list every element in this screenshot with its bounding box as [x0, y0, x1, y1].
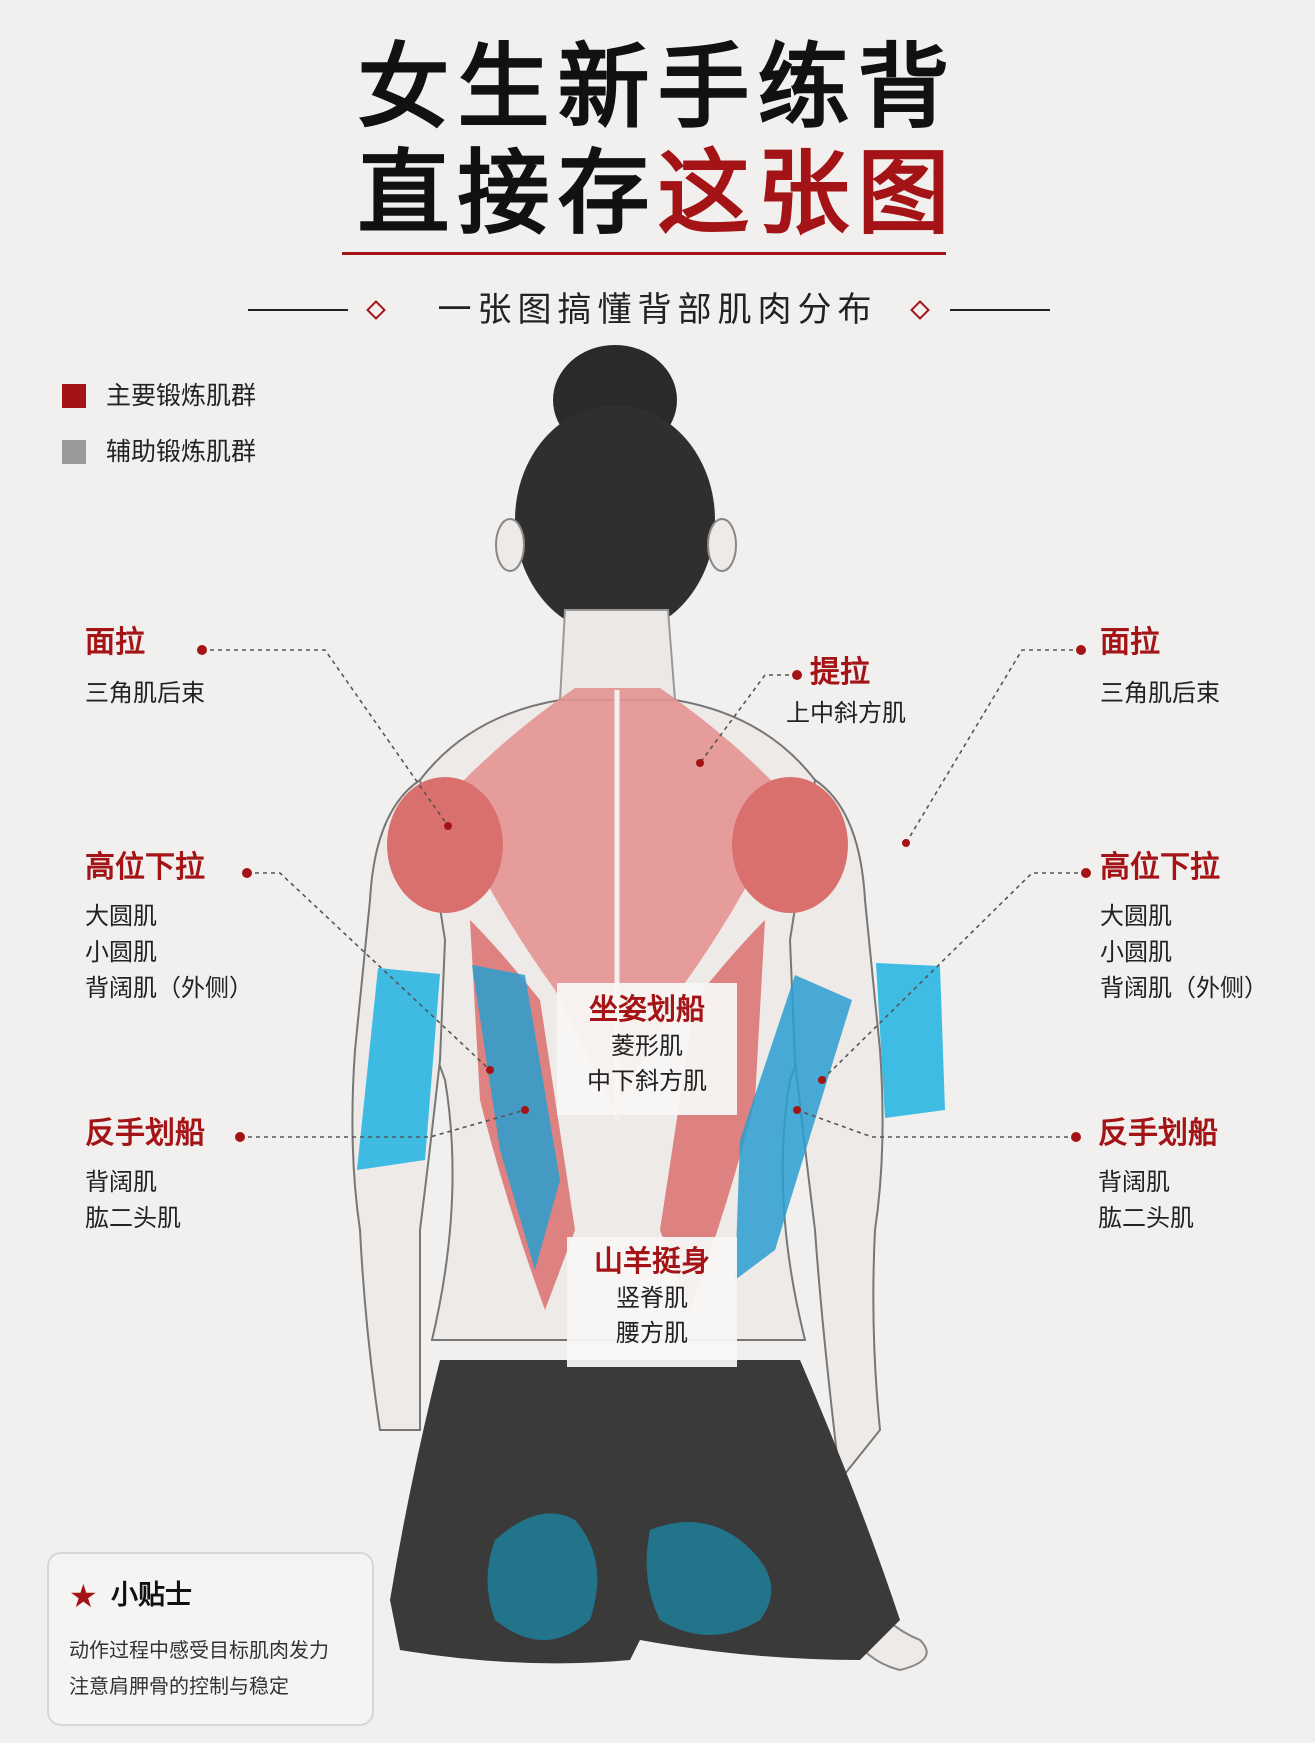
page-subtitle: 一张图搞懂背部肌肉分布 — [437, 290, 878, 330]
left-deltoid — [387, 777, 503, 913]
left-glute-highlight — [487, 1513, 598, 1640]
tip-title: 小贴士 — [111, 1580, 192, 1611]
shorts — [390, 1360, 900, 1664]
label-face-pull-left: 面拉 三角肌后束 — [85, 625, 205, 707]
right-arm — [788, 778, 884, 1483]
page-title-line1: 女生新手练背 — [357, 34, 958, 141]
tip-line-2: 注意肩胛骨的控制与稳定 — [69, 1674, 289, 1698]
subtitle-row: 一张图搞懂背部肌肉分布 — [0, 290, 1315, 330]
right-lat-highlight — [735, 975, 852, 1280]
star-icon: ★ — [69, 1577, 98, 1615]
legend-swatch-primary — [62, 384, 86, 408]
label-seated-row: 坐姿划船 菱形肌 中下斜方肌 — [557, 983, 737, 1115]
leader-dots — [197, 645, 1091, 1142]
right-lat — [660, 920, 765, 1310]
label-face-pull-right: 面拉 三角肌后束 — [1100, 625, 1220, 707]
left-biceps-highlight — [357, 968, 440, 1170]
head-hair — [515, 405, 715, 635]
page-title-line2: 直接存这张图 — [357, 140, 958, 247]
right-biceps-highlight — [876, 963, 945, 1118]
label-reverse-row-left: 反手划船 背阔肌 肱二头肌 — [85, 1116, 205, 1232]
title-underline — [342, 252, 946, 255]
tip-line-1: 动作过程中感受目标肌肉发力 — [69, 1638, 329, 1662]
label-lat-pulldown-right: 高位下拉 大圆肌 小圆肌 背阔肌（外侧） — [1100, 850, 1268, 1002]
label-goat-bag: 山羊挺身 竖脊肌 腰方肌 — [567, 1237, 737, 1367]
right-glute-highlight — [646, 1522, 772, 1635]
tip-box: ★ 小贴士 动作过程中感受目标肌肉发力 注意肩胛骨的控制与稳定 — [47, 1552, 374, 1726]
left-lat-highlight — [472, 965, 560, 1270]
label-lat-pulldown-left: 高位下拉 大圆肌 小圆肌 背阔肌（外侧） — [85, 850, 253, 1002]
neck — [558, 609, 677, 701]
leader-lines — [202, 649, 1086, 1138]
right-deltoid — [732, 777, 848, 913]
legend-swatch-secondary — [62, 440, 86, 464]
label-shrug: 提拉 上中斜方肌 — [786, 655, 906, 727]
label-reverse-row-right: 反手划船 背阔肌 肱二头肌 — [1098, 1116, 1218, 1232]
